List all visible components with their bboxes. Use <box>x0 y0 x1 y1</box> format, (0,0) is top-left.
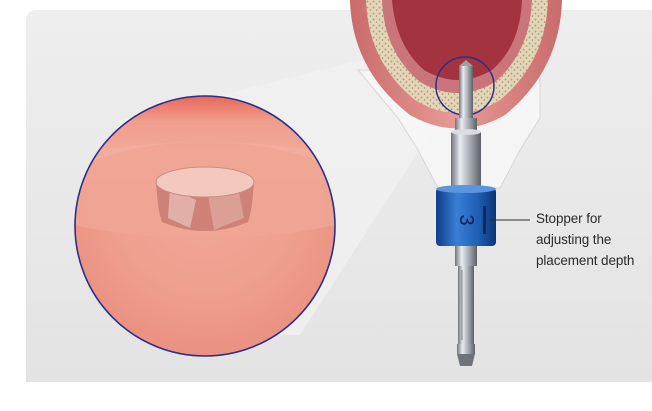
tissue-plug-top <box>156 167 254 197</box>
annotation-line-1: Stopper for <box>536 208 652 229</box>
stopper-depth-number: 3 <box>455 214 477 225</box>
annotation-line-2: adjusting the <box>536 229 652 250</box>
stopper-annotation: Stopper for adjusting the placement dept… <box>536 208 652 271</box>
annotation-line-3: placement depth <box>536 250 652 271</box>
depth-stopper: 3 <box>436 185 496 246</box>
